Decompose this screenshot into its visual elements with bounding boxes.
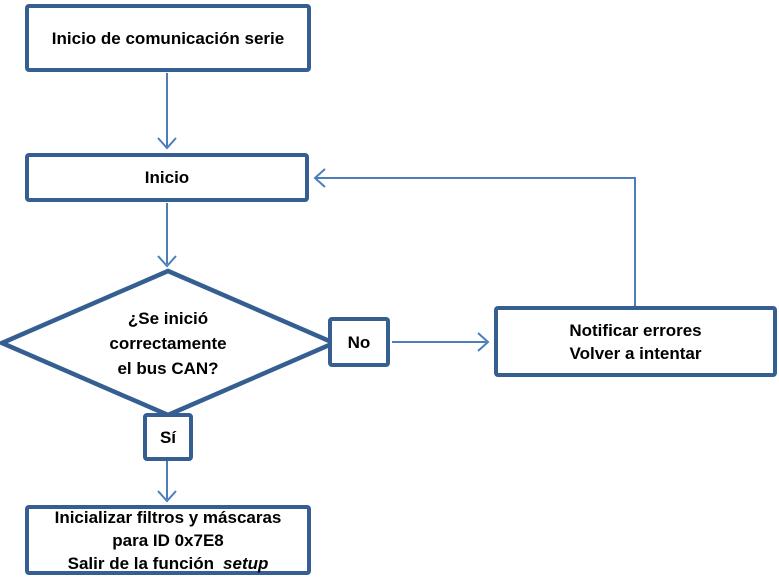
node-serial-start-label: Inicio de comunicación serie (51, 28, 285, 48)
node-inicio-label: Inicio (144, 168, 190, 187)
decision-line1: ¿Se inició (127, 309, 209, 328)
arrowhead-right-icon (477, 332, 490, 352)
connector-no-to-notify (392, 332, 490, 352)
node-si-label: Sí (159, 427, 177, 447)
connector-si-to-init (157, 461, 177, 503)
arrowhead-left-icon (313, 168, 326, 188)
init-line3-setup: setup (223, 553, 269, 573)
init-line2: para ID 0x7E8 (112, 530, 224, 550)
init-line1: Inicializar filtros y máscaras (54, 507, 282, 527)
init-line3-prefix: Salir de la función (67, 553, 215, 573)
node-init-filters: Inicializar filtros y máscaras para ID 0… (25, 505, 311, 575)
node-serial-start: Inicio de comunicación serie (25, 4, 311, 72)
node-notify-errors: Notificar errores Volver a intentar (494, 306, 777, 377)
node-no-branch: No (328, 317, 390, 367)
decision-label: ¿Se inició correctamente el bus CAN? (68, 306, 268, 381)
decision-line3: el bus CAN? (117, 359, 219, 378)
decision-line2: correctamente (109, 334, 227, 353)
node-no-label: No (347, 332, 371, 352)
init-line3: Salir de la función setup (68, 552, 269, 575)
notify-line1: Notificar errores (569, 320, 702, 340)
node-inicio: Inicio (25, 153, 309, 202)
arrowhead-down-icon (157, 137, 177, 150)
connector-inicio-to-decision (157, 203, 177, 268)
notify-line2: Volver a intentar (569, 343, 702, 363)
arrowhead-down-icon (157, 490, 177, 503)
connector-serial-to-inicio (157, 73, 177, 150)
node-yes-branch: Sí (143, 413, 193, 461)
connector-notify-to-inicio (313, 168, 636, 306)
arrowhead-down-icon (157, 255, 177, 268)
connector-line (316, 177, 636, 306)
